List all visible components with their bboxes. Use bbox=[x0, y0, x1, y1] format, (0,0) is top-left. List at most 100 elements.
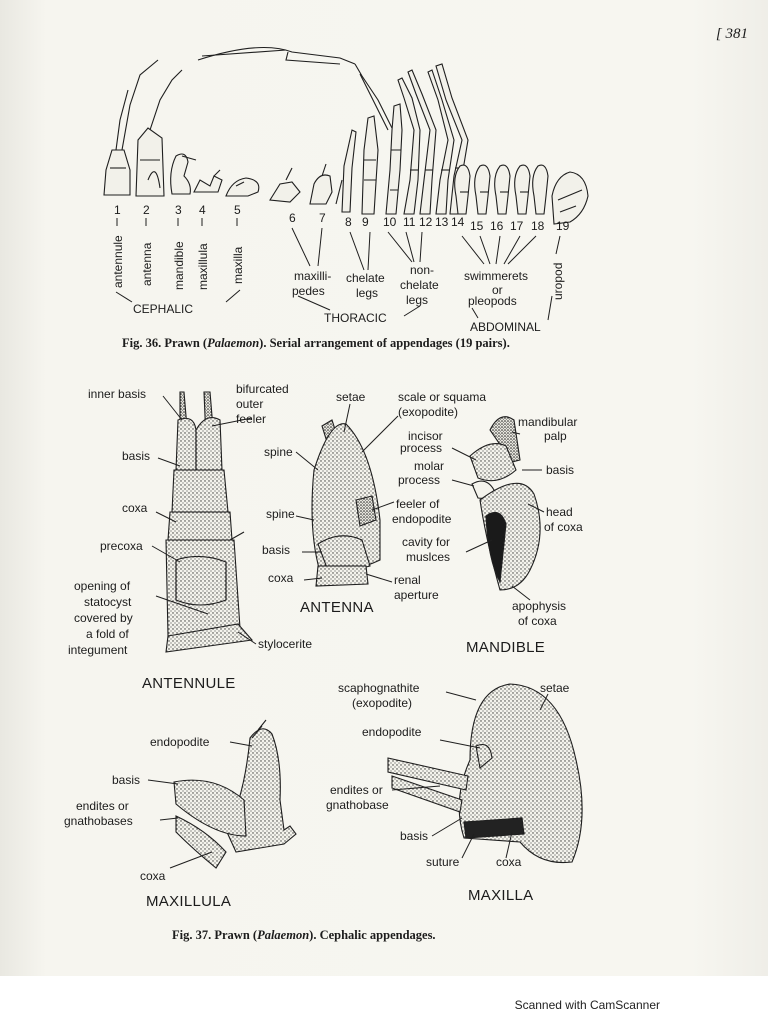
fig36-cephalic-labels: antennule antenna mandible maxillula max… bbox=[111, 218, 245, 316]
mandible-drawing bbox=[470, 417, 540, 590]
number-19: 19 bbox=[556, 219, 570, 233]
appendage-5-maxilla-drawing bbox=[226, 178, 259, 196]
label-chelate-2: legs bbox=[356, 286, 378, 300]
maxillula-endites-1: endites or bbox=[76, 799, 129, 813]
antenna-renal-1: renal bbox=[394, 573, 421, 587]
maxilla-coxa: coxa bbox=[496, 855, 522, 869]
maxilla-setae: setae bbox=[540, 681, 570, 695]
antennule-inner-basis: inner basis bbox=[88, 387, 146, 401]
antenna-renal-2: aperture bbox=[394, 588, 439, 602]
antennule-bifurcated-3: feeler bbox=[236, 412, 266, 426]
antennule-stylocerite: stylocerite bbox=[258, 637, 312, 651]
label-mandible: mandible bbox=[172, 241, 186, 290]
label-chelate-1: chelate bbox=[346, 271, 385, 285]
mandible-cavity-2: muslces bbox=[406, 550, 450, 564]
maxilla-endites-2: gnathobase bbox=[326, 798, 389, 812]
mandible-title: MANDIBLE bbox=[466, 639, 545, 656]
number-1: 1 bbox=[114, 203, 121, 217]
label-antennule: antennule bbox=[111, 235, 125, 288]
mandible-molar-1: molar bbox=[414, 459, 444, 473]
antennule-drawing bbox=[166, 392, 252, 652]
number-15: 15 bbox=[470, 219, 484, 233]
antennule-precoxa: precoxa bbox=[100, 539, 143, 553]
antennule-opening-5: integument bbox=[68, 643, 128, 657]
antenna-spine-mid: spine bbox=[266, 507, 295, 521]
appendage-18-swimmeret-drawing bbox=[515, 165, 530, 214]
maxilla-scapho-2: (exopodite) bbox=[352, 696, 412, 710]
mandible-head-2: of coxa bbox=[544, 520, 583, 534]
label-uropod: uropod bbox=[551, 263, 565, 300]
maxilla-scapho-1: scaphognathite bbox=[338, 681, 420, 695]
number-3: 3 bbox=[175, 203, 182, 217]
label-maxillipedes-2: pedes bbox=[292, 284, 325, 298]
antenna-coxa: coxa bbox=[268, 571, 294, 585]
antenna-spine-top: spine bbox=[264, 445, 293, 459]
antennule-opening-4: a fold of bbox=[86, 627, 129, 641]
antenna-feeler-2: endopodite bbox=[392, 512, 452, 526]
label-nonchelate-2: chelate bbox=[400, 278, 439, 292]
mandible-basis: basis bbox=[546, 463, 574, 477]
number-13: 13 bbox=[435, 215, 449, 229]
number-6: 6 bbox=[289, 211, 296, 225]
appendage-6-maxilliped-drawing bbox=[270, 168, 300, 202]
antenna-scale-2: (exopodite) bbox=[398, 405, 458, 419]
number-16: 16 bbox=[490, 219, 504, 233]
group-abdominal: ABDOMINAL bbox=[470, 320, 541, 334]
antennule-basis: basis bbox=[122, 449, 150, 463]
maxillula-endites-2: gnathobases bbox=[64, 814, 133, 828]
label-swimmerets-1: swimmerets bbox=[464, 269, 528, 283]
mandible-cavity-1: cavity for bbox=[402, 535, 450, 549]
antennule-opening-2: statocyst bbox=[84, 595, 132, 609]
appendage-uropod-drawing bbox=[552, 172, 588, 224]
antenna-title: ANTENNA bbox=[300, 599, 374, 616]
mandible-palp-1: mandibular bbox=[518, 415, 577, 429]
antennule-bifurcated-1: bifurcated bbox=[236, 382, 289, 396]
fig37-caption: Fig. 37. Prawn (Palaemon). Cephalic appe… bbox=[172, 928, 436, 943]
antennule-bifurcated-2: outer bbox=[236, 397, 263, 411]
mandible-apophysis-2: of coxa bbox=[518, 614, 557, 628]
mandible-palp-2: palp bbox=[544, 429, 567, 443]
number-4: 4 bbox=[199, 203, 206, 217]
antennule-opening-1: opening of bbox=[74, 579, 131, 593]
appendage-16-swimmeret-drawing bbox=[475, 165, 490, 214]
antenna-basis: basis bbox=[262, 543, 290, 557]
number-9: 9 bbox=[362, 215, 369, 229]
label-nonchelate-3: legs bbox=[406, 293, 428, 307]
number-2: 2 bbox=[143, 203, 150, 217]
group-thoracic: THORACIC bbox=[324, 311, 387, 325]
label-maxillipedes-1: maxilli- bbox=[294, 269, 331, 283]
fig36-caption: Fig. 36. Prawn (Palaemon). Serial arrang… bbox=[122, 336, 510, 351]
mandible-head-1: head bbox=[546, 505, 573, 519]
number-8: 8 bbox=[345, 215, 352, 229]
maxilla-endites-1: endites or bbox=[330, 783, 383, 797]
label-maxillula: maxillula bbox=[196, 243, 210, 290]
maxillula-basis: basis bbox=[112, 773, 140, 787]
antenna-setae: setae bbox=[336, 390, 366, 404]
appendage-3-mandible-drawing bbox=[171, 154, 196, 194]
antennule-title: ANTENNULE bbox=[142, 675, 236, 692]
label-antenna: antenna bbox=[140, 242, 154, 286]
group-cephalic: CEPHALIC bbox=[133, 302, 193, 316]
antenna-feeler-1: feeler of bbox=[396, 497, 440, 511]
mandible-incisor-2: process bbox=[400, 441, 442, 455]
appendage-4-maxillula-drawing bbox=[194, 170, 222, 192]
number-17: 17 bbox=[510, 219, 524, 233]
maxilla-suture: suture bbox=[426, 855, 460, 869]
appendage-9-chelate-leg-drawing bbox=[362, 116, 378, 214]
number-7: 7 bbox=[319, 211, 326, 225]
appendage-17-swimmeret-drawing bbox=[495, 165, 510, 214]
label-maxilla: maxilla bbox=[231, 246, 245, 284]
maxillula-title: MAXILLULA bbox=[146, 893, 231, 910]
maxillula-coxa: coxa bbox=[140, 869, 166, 883]
antenna-scale-1: scale or squama bbox=[398, 390, 486, 404]
number-5: 5 bbox=[234, 203, 241, 217]
number-14: 14 bbox=[451, 215, 465, 229]
maxilla-title: MAXILLA bbox=[468, 887, 533, 904]
label-swimmerets-3: pleopods bbox=[468, 294, 517, 308]
antennule-opening-3: covered by bbox=[74, 611, 133, 625]
number-10: 10 bbox=[383, 215, 397, 229]
maxilla-endopodite: endopodite bbox=[362, 725, 422, 739]
antenna-flagellum-drawing bbox=[198, 48, 392, 131]
fig36-drawing bbox=[104, 48, 588, 225]
